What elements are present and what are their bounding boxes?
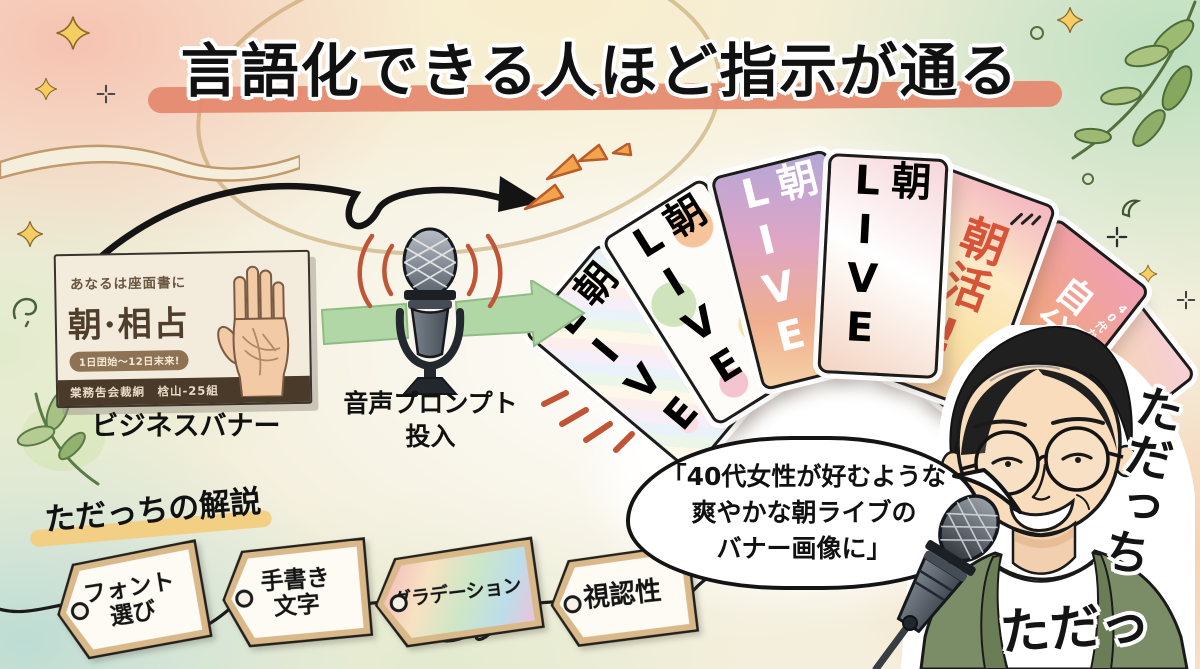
voice-prompt-label-line1: 音声プロンプト [343, 389, 518, 418]
stand-microphone-icon [872, 494, 1000, 669]
speech-bubble-text: 「40代女性が好むような 爽やかな朝ライブの バナー画像に」 [662, 459, 947, 568]
sparkle-icon [1138, 264, 1158, 284]
accent-dashes-decoration [541, 390, 635, 453]
palm-hand-icon [217, 265, 290, 398]
speech-bubble-tail [952, 468, 1022, 514]
tag-label: 視認性 [582, 576, 663, 615]
squiggle-decoration [12, 297, 38, 328]
burst-rays-decoration [523, 143, 633, 211]
generated-banner-card: 朝活! [868, 166, 1058, 414]
plus-sparkle-icon [1106, 226, 1128, 248]
author-name-bottom: ただっち [997, 593, 1152, 662]
flow-arrow [320, 280, 586, 348]
tag-label: グラデーション [391, 573, 523, 612]
speech-line: 「40代女性が好むような [661, 461, 947, 491]
voice-prompt-label-line2: 投入 [405, 421, 456, 451]
source-banner-caption: ビジネスバナー [91, 411, 281, 442]
microphone-icon [357, 227, 503, 395]
speech-line: 爽やかな朝ライブの [691, 497, 917, 527]
leaf-curl-decoration [1121, 199, 1142, 218]
circle-decoration [1030, 26, 1044, 40]
leaf-sprig-decoration [16, 389, 105, 486]
tag-label: 選び [108, 597, 158, 631]
speech-bubble: 「40代女性が好むような 爽やかな朝ライブの バナー画像に」 [626, 436, 982, 590]
sparkle-icon [56, 16, 90, 50]
sparkle-icon [1057, 7, 1083, 33]
source-banner-card: あなるは座面書に 朝·相占 1日囝始〜12日末来! 棠務吿会裁絅 梒山-25組 [53, 249, 313, 409]
voice-prompt-label: 音声プロンプト 投入 [318, 388, 543, 453]
sparkle-icon [34, 77, 58, 101]
source-banner-top-text: あなるは座面書に [69, 274, 187, 293]
speech-line: バナー画像に」 [716, 534, 892, 564]
plus-sparkle-icon [1176, 290, 1196, 310]
tag-label: 手書き [259, 564, 331, 595]
sound-waves [357, 233, 503, 309]
plus-sparkle-icon [96, 84, 116, 104]
leaf-branch-decoration [1071, 0, 1197, 160]
tag-label: 文字 [273, 591, 321, 621]
page-title: 言語化できる人ほど指示が通る [180, 37, 1020, 105]
keyword-tag: グラデーション [369, 536, 545, 651]
circle-decoration [1082, 173, 1094, 185]
illustrator-portrait [901, 325, 1195, 669]
sparkle-icon [17, 221, 43, 247]
keyword-tag: 手書き 文字 [219, 537, 374, 649]
source-banner-main-text: 朝·相占 [67, 303, 190, 346]
swoosh-decoration [0, 144, 300, 182]
emphasis-marks [1010, 212, 1042, 226]
source-banner-content: あなるは座面書に 朝·相占 1日囝始〜12日末来! [56, 254, 202, 384]
source-banner-badge: 1日囝始〜12日末来! [69, 349, 189, 372]
